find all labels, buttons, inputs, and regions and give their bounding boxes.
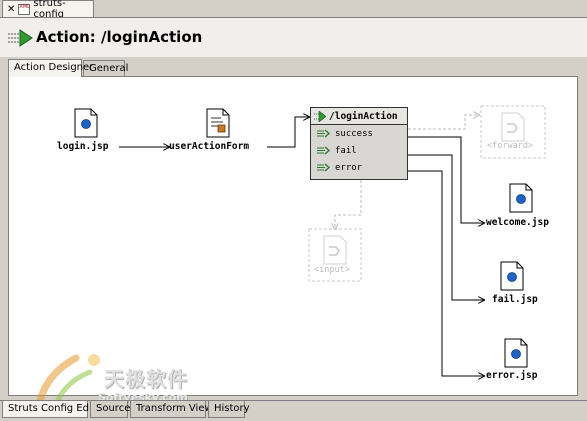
jsp-page-icon	[74, 108, 98, 138]
forward-placeholder-box	[480, 105, 546, 159]
forward-arrow-icon	[317, 129, 331, 138]
node-forward-placeholder[interactable]: <forward>	[487, 141, 534, 151]
watermark-text: 天极软件	[104, 367, 188, 391]
forward-arrow-icon	[317, 146, 331, 155]
diagram-connections	[74, 105, 546, 396]
forward-arrow-icon	[317, 163, 331, 172]
input-icon	[323, 235, 347, 265]
forward-label: error	[335, 162, 363, 173]
editor-tab-label: struts-config	[33, 0, 66, 20]
editor-tab-struts-config[interactable]: ✕ XML struts-config	[2, 0, 94, 20]
form-bean-icon	[206, 108, 230, 138]
tab-strip-divider	[0, 17, 587, 18]
node-login-jsp[interactable]: login.jsp	[57, 141, 109, 152]
close-icon[interactable]: ✕	[7, 3, 16, 15]
connector-success-welcome	[408, 136, 484, 223]
forward-label: success	[335, 128, 373, 139]
connector-ghost-forward	[408, 115, 479, 130]
designer-canvas[interactable]: login.jsp userActionForm <forward> <inpu…	[8, 76, 578, 396]
forward-error[interactable]: error	[311, 159, 407, 176]
connector-ghost-input	[335, 180, 362, 229]
jsp-page-icon	[509, 183, 533, 213]
input-placeholder-box	[308, 228, 362, 282]
header-bar	[0, 18, 587, 57]
action-icon	[8, 29, 33, 47]
connector-fail-failjsp	[408, 154, 484, 300]
connector-error-errorjsp	[408, 170, 484, 376]
bottom-tab-divider	[0, 400, 587, 401]
page-title: Action: /loginAction	[36, 28, 203, 46]
node-input-placeholder[interactable]: <input>	[314, 265, 350, 275]
forward-fail[interactable]: fail	[311, 142, 407, 159]
tab-transform-view[interactable]: Transform View	[130, 401, 213, 418]
forward-label: fail	[335, 145, 357, 156]
node-user-action-form[interactable]: userActionForm	[169, 141, 250, 152]
action-node-label: /loginAction	[329, 110, 398, 122]
action-node-title[interactable]: /loginAction	[311, 108, 407, 125]
tab-history[interactable]: History	[208, 401, 250, 418]
action-node[interactable]: /loginAction success fail error	[310, 107, 408, 180]
node-fail-jsp[interactable]: fail.jsp	[492, 294, 538, 305]
node-welcome-jsp[interactable]: welcome.jsp	[486, 217, 549, 228]
tab-action-designer[interactable]: Action Designer	[8, 59, 93, 77]
jsp-page-icon	[500, 261, 524, 291]
connector-form-action	[267, 117, 309, 148]
tab-struts-config-editor[interactable]: Struts Config Editor	[2, 401, 106, 418]
node-error-jsp[interactable]: error.jsp	[486, 370, 538, 381]
jsp-page-icon	[504, 338, 528, 368]
action-icon	[314, 110, 326, 122]
xml-file-icon: XML	[18, 3, 31, 15]
forward-success[interactable]: success	[311, 125, 407, 142]
tab-source[interactable]: Source	[90, 401, 130, 418]
forward-icon	[501, 112, 525, 142]
tab-general[interactable]: General	[83, 60, 128, 76]
